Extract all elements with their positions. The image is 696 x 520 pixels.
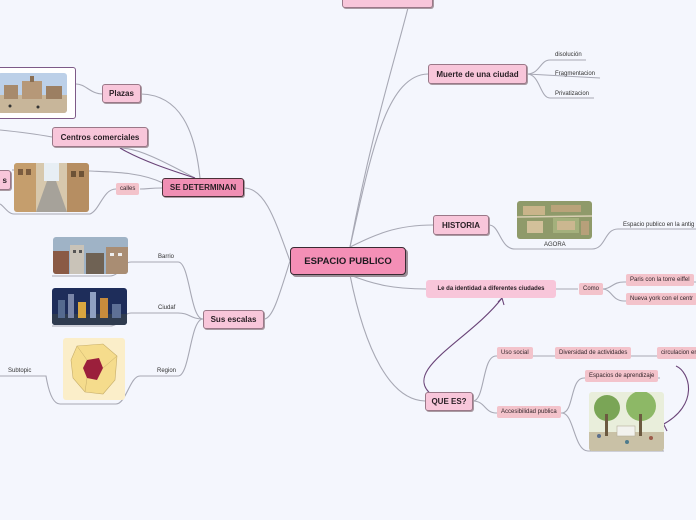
identidad-nueva-york[interactable]: Nueva york con el centr	[626, 293, 696, 305]
central-topic[interactable]: ESPACIO PUBLICO	[290, 247, 406, 275]
determinan-plazas[interactable]: Plazas	[102, 84, 141, 103]
determinan-cut-label: s	[2, 175, 7, 185]
quees-espacios-aprendizaje[interactable]: Espacios de aprendizaje	[585, 370, 659, 382]
top-node-cut[interactable]	[342, 0, 433, 8]
determinan-centros-comerciales[interactable]: Centros comerciales	[52, 127, 148, 147]
historia-branch[interactable]: HISTORIA	[433, 215, 489, 235]
determinan-cut-node[interactable]: s	[0, 170, 11, 190]
escalas-region[interactable]: Region	[157, 368, 177, 374]
identidad-como[interactable]: Como	[579, 283, 604, 295]
historia-note[interactable]: Espacio publico en la antig	[623, 222, 695, 228]
barrio-image	[53, 237, 128, 274]
quees-branch[interactable]: QUE ES?	[425, 392, 473, 411]
quees-diversidad[interactable]: Diversidad de actividades	[555, 347, 632, 359]
identidad-branch[interactable]: Le da identidad a diferentes ciudades	[426, 280, 556, 298]
identidad-paris[interactable]: Paris con la torre eiffel	[626, 274, 694, 286]
escalas-ciudad[interactable]: Ciudaf	[158, 305, 176, 311]
aprendizaje-image	[589, 392, 664, 451]
muerte-item-disolucion[interactable]: disolución	[555, 52, 582, 58]
agora-caption: AGORA	[544, 242, 566, 248]
determinan-branch[interactable]: SE DETERMINAN	[162, 178, 244, 197]
quees-circulacion[interactable]: circulacion er	[657, 347, 696, 359]
region-map-image	[63, 338, 125, 400]
quees-accesibilidad[interactable]: Accesibilidad publica	[497, 406, 561, 418]
agora-image	[517, 201, 592, 239]
quees-uso-social[interactable]: Uso social	[497, 347, 533, 359]
plazas-image	[0, 73, 67, 113]
escalas-barrio[interactable]: Barrio	[158, 254, 175, 260]
determinan-calles[interactable]: calles	[116, 183, 140, 195]
escalas-branch[interactable]: Sus escalas	[203, 310, 264, 329]
muerte-branch[interactable]: Muerte de una ciudad	[428, 64, 527, 84]
ciudad-image	[52, 288, 127, 325]
muerte-item-fragmentacion[interactable]: Fragmentacion	[555, 71, 596, 77]
muerte-item-privatizacion[interactable]: Privatizacion	[555, 91, 590, 97]
escalas-subtopic[interactable]: Subtopic	[8, 368, 32, 374]
calles-image	[14, 163, 89, 212]
